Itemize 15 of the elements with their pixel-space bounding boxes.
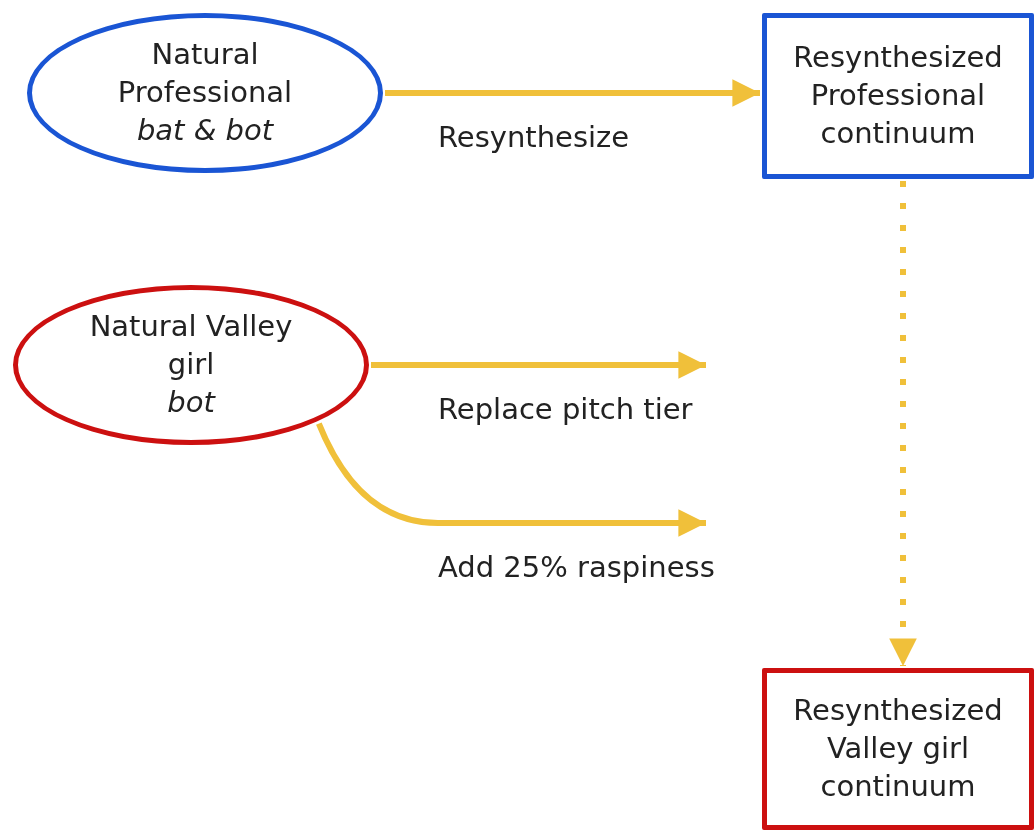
ellipse-node xyxy=(27,13,383,173)
arrow xyxy=(385,79,760,107)
edge-label: Replace pitch tier xyxy=(438,392,693,426)
edge-label: Add 25% raspiness xyxy=(438,550,715,584)
process-box xyxy=(762,668,1034,830)
node-label: Resynthesized Professional continuum xyxy=(792,39,1004,152)
ellipse-node xyxy=(13,285,369,445)
node-subtitle: bat & bot xyxy=(136,111,274,149)
node-label: Resynthesized Valley girl continuum xyxy=(792,692,1004,805)
arrow xyxy=(371,351,706,379)
dotted-arrow xyxy=(889,181,917,666)
arrow xyxy=(316,422,706,537)
edge-label: Resynthesize xyxy=(438,120,630,154)
node-subtitle: bot xyxy=(167,383,215,421)
process-box xyxy=(762,13,1034,179)
